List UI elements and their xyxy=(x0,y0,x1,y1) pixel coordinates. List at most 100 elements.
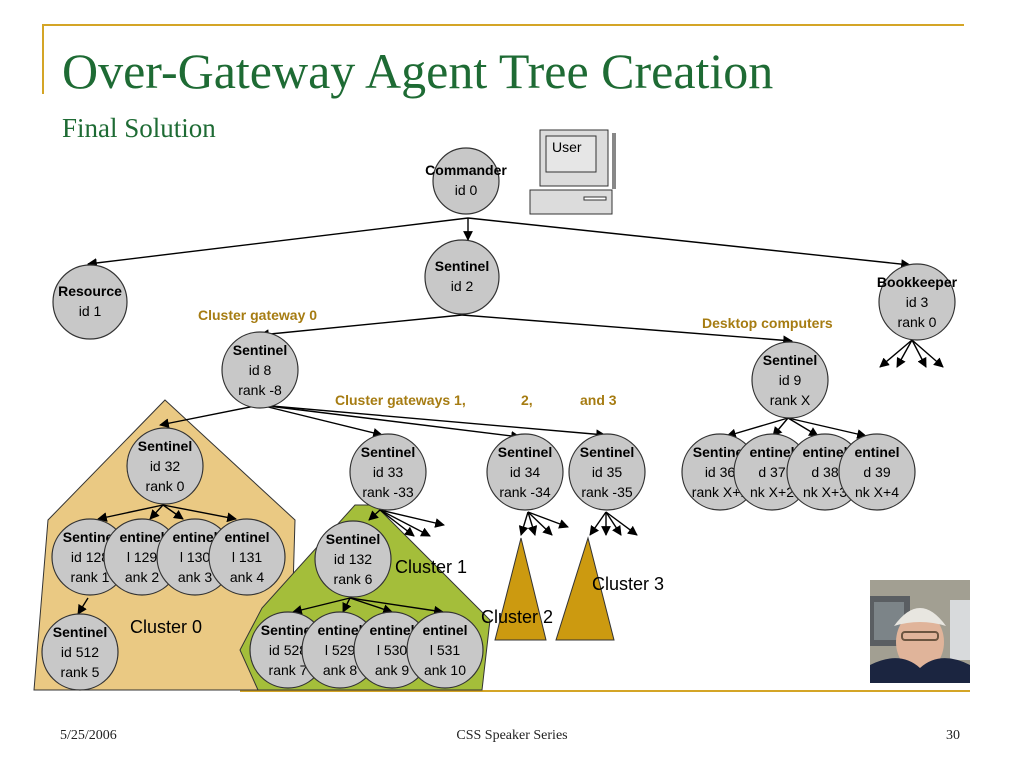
node-role-label: Sentinel xyxy=(693,444,747,460)
footer-date: 5/25/2006 xyxy=(60,728,117,743)
node-rank-label: nk X+4 xyxy=(855,484,899,500)
node-role-label: entinel xyxy=(224,529,269,545)
node-id-label: d 39 xyxy=(863,464,890,480)
node-sentinel37: entinel d 37 nk X+2 xyxy=(733,433,811,511)
node-rank-label: ank 8 xyxy=(323,662,357,678)
node-role-label: Bookkeeper xyxy=(877,274,958,290)
node-id-label: l 531 xyxy=(430,642,461,658)
node-id-label: id 33 xyxy=(373,464,404,480)
node-circle xyxy=(349,433,427,511)
node-id-label: id 0 xyxy=(455,182,478,198)
node-rank-label: rank 6 xyxy=(334,571,373,587)
node-id-label: l 129 xyxy=(127,549,158,565)
footer-page-number: 30 xyxy=(946,728,960,743)
node-id-label: l 529 xyxy=(325,642,356,658)
node-role-label: Sentinel xyxy=(53,624,107,640)
cluster-1-label: Cluster 1 xyxy=(395,557,467,577)
node-rank-label: ank 3 xyxy=(178,569,212,585)
node-role-label: entinel xyxy=(749,444,794,460)
node-role-label: entinel xyxy=(422,622,467,638)
node-sentinel531: entinel l 531 ank 10 xyxy=(406,611,484,689)
node-rank-label: rank 0 xyxy=(898,314,937,330)
node-id-label: id 8 xyxy=(249,362,272,378)
node-id-label: d 38 xyxy=(811,464,838,480)
annotation-cluster-gateway-0: Cluster gateway 0 xyxy=(198,307,317,323)
node-rank-label: rank 1 xyxy=(71,569,110,585)
node-circle xyxy=(208,518,286,596)
node-role-label: Sentinel xyxy=(435,258,489,274)
node-circle xyxy=(838,433,916,511)
node-circle xyxy=(424,239,500,315)
node-id-label: id 128 xyxy=(71,549,109,565)
user-label: User xyxy=(552,139,582,155)
node-id-label: l 131 xyxy=(232,549,263,565)
node-role-label: Sentinel xyxy=(326,531,380,547)
node-rank-label: rank X xyxy=(770,392,811,408)
node-role-label: entinel xyxy=(119,529,164,545)
cluster-3-label: Cluster 3 xyxy=(592,574,664,594)
node-role-label: entinel xyxy=(172,529,217,545)
node-rank-label: rank 5 xyxy=(61,664,100,680)
node-role-label: Sentinel xyxy=(63,529,117,545)
node-role-label: Sentinel xyxy=(763,352,817,368)
node-rank-label: nk X+3 xyxy=(803,484,847,500)
node-circle xyxy=(41,613,119,691)
node-id-label: l 530 xyxy=(377,642,408,658)
node-id-label: id 3 xyxy=(906,294,929,310)
node-id-label: id 132 xyxy=(334,551,372,567)
node-id-label: id 34 xyxy=(510,464,541,480)
slide-subtitle: Final Solution xyxy=(62,113,216,143)
annotation-cluster-gateways-3: and 3 xyxy=(580,392,617,408)
node-role-label: Sentinel xyxy=(498,444,552,460)
frame-left-rule xyxy=(42,24,44,94)
node-role-label: Sentinel xyxy=(138,438,192,454)
node-sentinel2: Sentinel id 2 xyxy=(424,239,500,315)
annotation-cluster-gateways-1: Cluster gateways 1, xyxy=(335,392,466,408)
node-role-label: Sentinel xyxy=(233,342,287,358)
node-role-label: entinel xyxy=(802,444,847,460)
node-rank-label: rank -35 xyxy=(581,484,633,500)
annotation-desktop-computers: Desktop computers xyxy=(702,315,833,331)
node-role-label: entinel xyxy=(854,444,899,460)
node-circle xyxy=(126,427,204,505)
node-circle xyxy=(221,331,299,409)
node-sentinel132: Sentinel id 132 rank 6 xyxy=(314,520,392,598)
node-rank-label: rank 0 xyxy=(146,478,185,494)
node-sentinel8: Sentinel id 8 rank -8 xyxy=(221,331,299,409)
cluster-2-region xyxy=(494,537,547,641)
node-rank-label: rank -34 xyxy=(499,484,551,500)
desktop-computer-icon: User xyxy=(529,129,616,215)
node-role-label: Sentinel xyxy=(261,622,315,638)
frame-bottom-rule xyxy=(240,690,970,692)
node-id-label: l 130 xyxy=(180,549,211,565)
tree-edges xyxy=(77,217,944,616)
annotation-cluster-gateways-2: 2, xyxy=(521,392,533,408)
node-rank-label: ank 10 xyxy=(424,662,466,678)
node-id-label: id 1 xyxy=(79,303,102,319)
node-id-label: id 35 xyxy=(592,464,623,480)
node-role-label: entinel xyxy=(317,622,362,638)
node-bookkeeper: Bookkeeper id 3 rank 0 xyxy=(877,263,958,341)
node-rank-label: rank -8 xyxy=(238,382,282,398)
node-rank-label: nk X+2 xyxy=(750,484,794,500)
cluster-3-region xyxy=(555,536,615,641)
node-rank-label: rank X+1 xyxy=(692,484,749,500)
node-id-label: id 36 xyxy=(705,464,736,480)
node-id-label: id 512 xyxy=(61,644,99,660)
node-id-label: d 37 xyxy=(758,464,785,480)
frame-top-rule xyxy=(42,24,964,26)
node-id-label: id 32 xyxy=(150,458,181,474)
node-sentinel32: Sentinel id 32 rank 0 xyxy=(126,427,204,505)
node-sentinel512: Sentinel id 512 rank 5 xyxy=(41,613,119,691)
node-id-label: id 2 xyxy=(451,278,474,294)
node-circle xyxy=(568,433,646,511)
node-circle xyxy=(314,520,392,598)
footer-series: CSS Speaker Series xyxy=(456,728,568,743)
node-role-label: Resource xyxy=(58,283,122,299)
cluster-0-label: Cluster 0 xyxy=(130,617,202,637)
